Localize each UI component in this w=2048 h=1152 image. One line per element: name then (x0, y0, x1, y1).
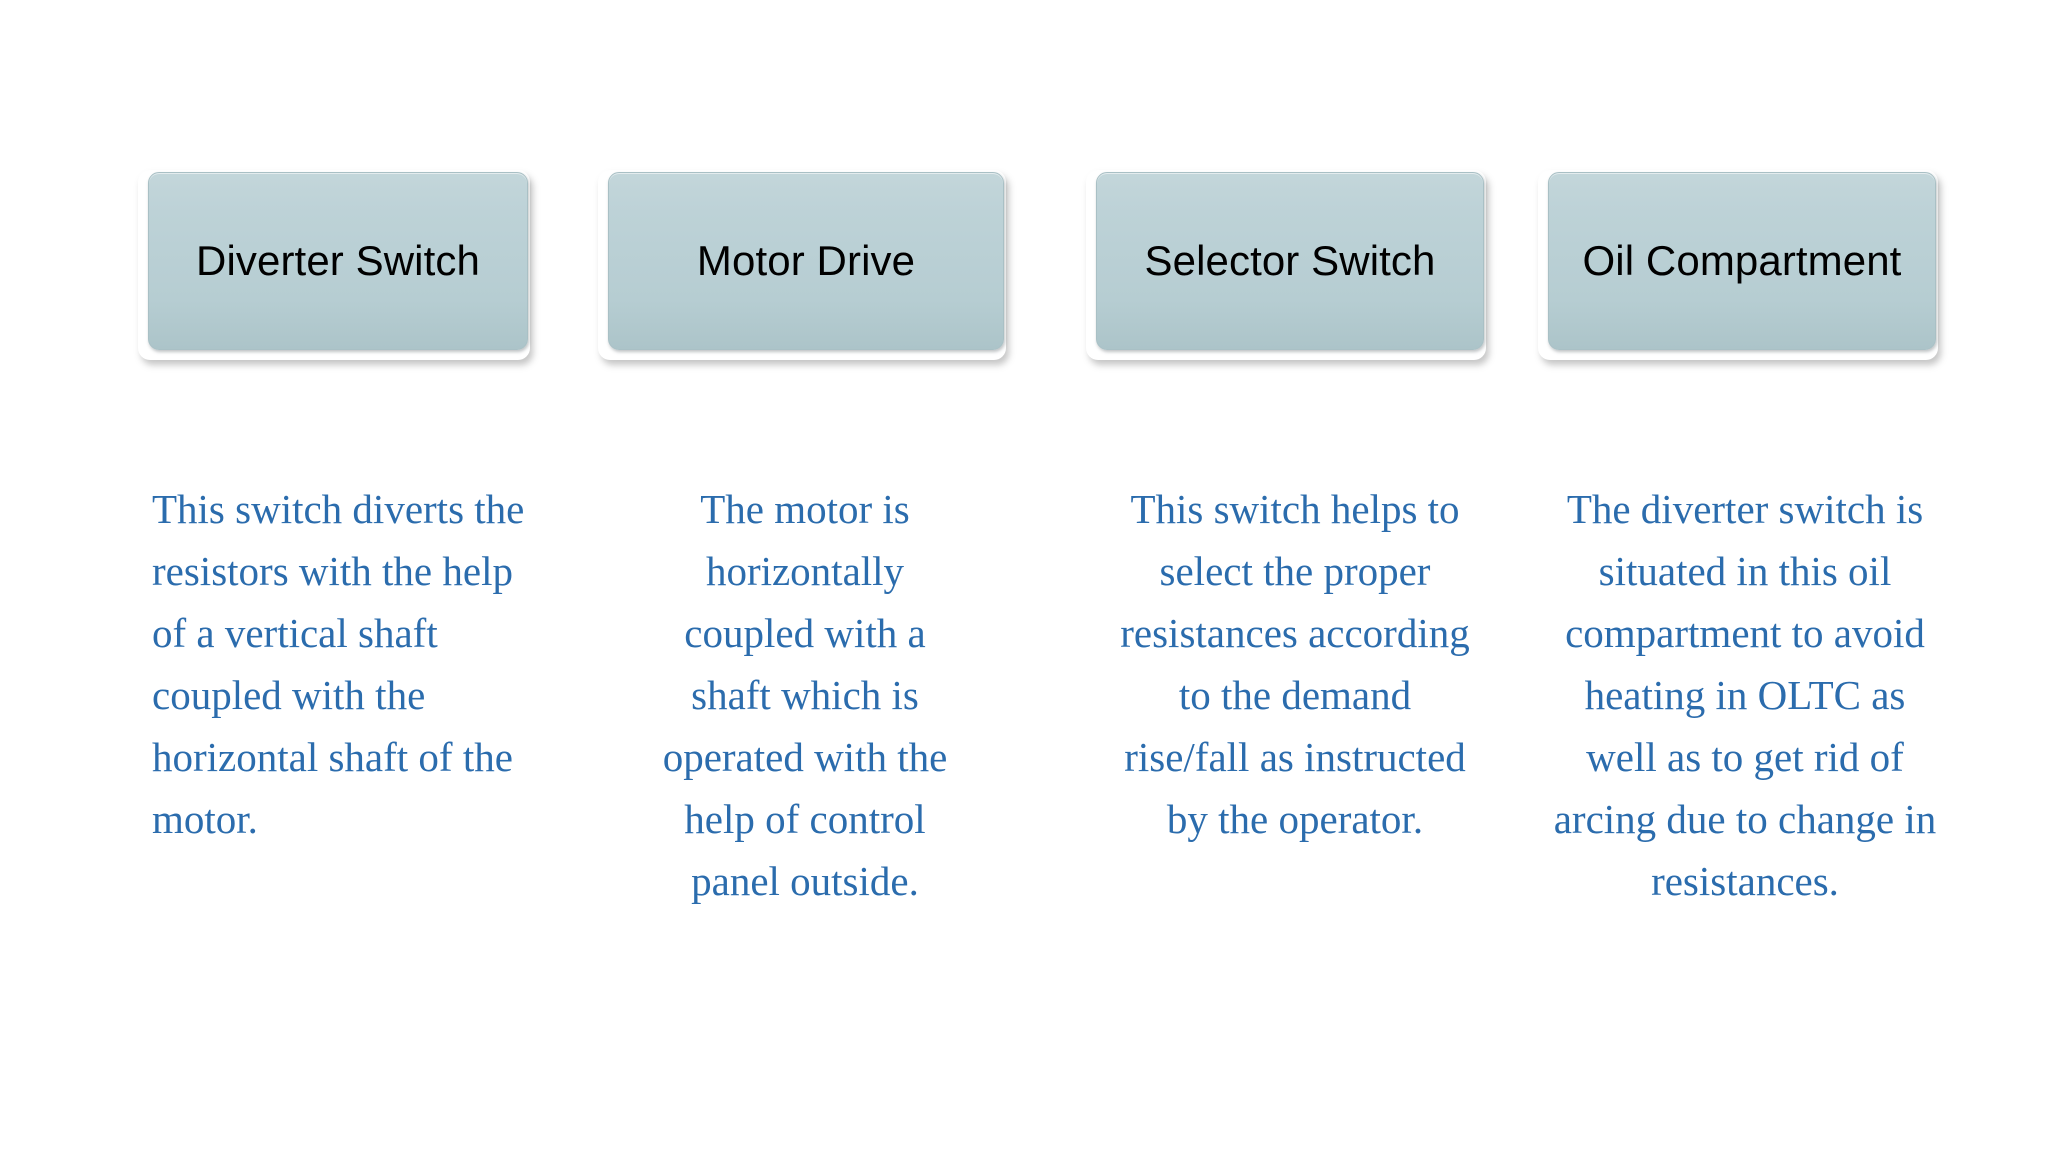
header-box-label: Selector Switch (1144, 237, 1436, 285)
header-box-selector-switch[interactable]: Selector Switch (1086, 170, 1486, 360)
box-face[interactable]: Diverter Switch (148, 172, 528, 350)
header-box-label: Oil Compartment (1582, 237, 1902, 285)
box-face[interactable]: Oil Compartment (1548, 172, 1936, 350)
description-oil-compartment: The diverter switch is situated in this … (1553, 486, 1937, 904)
description-column-row: This switch diverts the resistors with t… (0, 478, 2048, 1098)
description-motor-drive: The motor is horizontally coupled with a… (662, 486, 948, 904)
header-box-motor-drive[interactable]: Motor Drive (598, 170, 1006, 360)
description-selector-switch: This switch helps to select the proper r… (1120, 486, 1470, 842)
description-diverter-switch: This switch diverts the resistors with t… (152, 486, 525, 842)
header-box-oil-compartment[interactable]: Oil Compartment (1538, 170, 1938, 360)
header-box-diverter-switch[interactable]: Diverter Switch (138, 170, 530, 360)
header-box-label: Diverter Switch (196, 237, 480, 285)
header-box-row: Diverter Switch Motor Drive Selector Swi… (0, 170, 2048, 370)
box-face[interactable]: Motor Drive (608, 172, 1004, 350)
box-face[interactable]: Selector Switch (1096, 172, 1484, 350)
header-box-label: Motor Drive (696, 237, 916, 285)
